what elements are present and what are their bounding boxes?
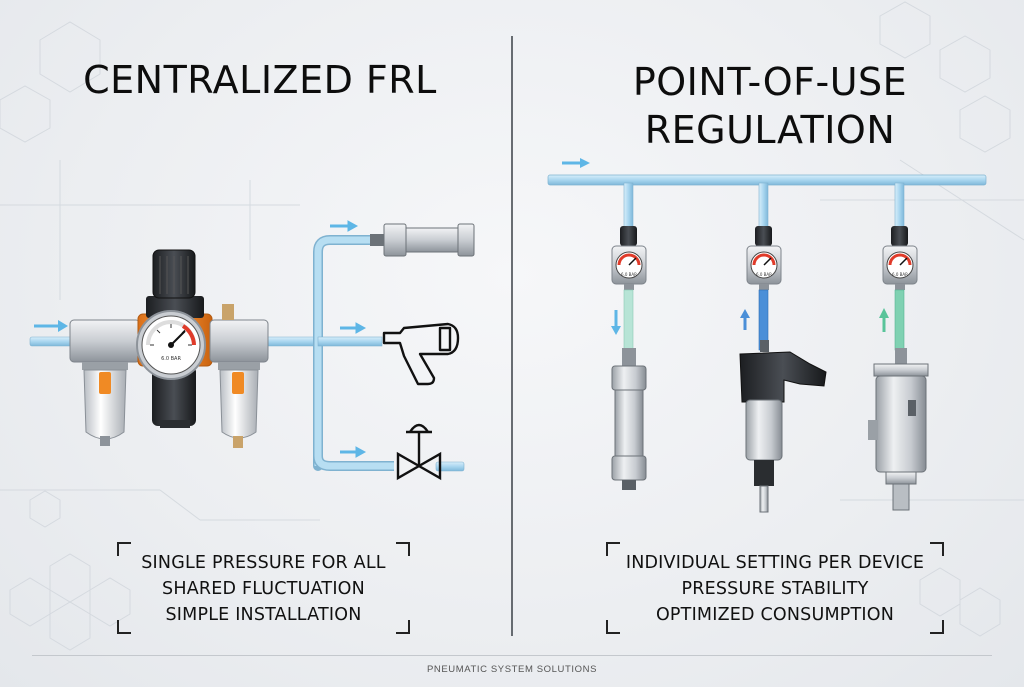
cylinder-icon xyxy=(611,348,647,490)
footer-text: PNEUMATIC SYSTEM SOLUTIONS xyxy=(426,664,598,675)
pneumatic-tool-icon xyxy=(739,340,827,513)
gauge-label: 6.0 BAR xyxy=(892,272,908,277)
regulator-icon xyxy=(746,226,782,290)
gauge-label: 6.0 BAR xyxy=(621,272,637,277)
gauge-label: 6.0 BAR xyxy=(161,356,181,362)
regulator-icon xyxy=(882,226,918,290)
flow-arrow-icon xyxy=(34,320,68,332)
gauge-label: 6.0 BAR xyxy=(756,272,772,277)
valve-icon xyxy=(396,423,442,481)
rotary-actuator-icon xyxy=(868,348,929,511)
right-title-line-1: POINT-OF-USE xyxy=(632,60,908,104)
flow-arrow-icon xyxy=(562,158,590,168)
left-panel-title: CENTRALIZED FRL xyxy=(83,58,437,102)
feature-item: INDIVIDUAL SETTING PER DEVICE xyxy=(625,553,925,573)
right-feature-box: INDIVIDUAL SETTING PER DEVICE PRESSURE S… xyxy=(606,542,944,634)
feature-item: SHARED FLUCTUATION xyxy=(162,579,365,599)
right-title-line-2: REGULATION xyxy=(644,108,896,152)
arrow-up-icon xyxy=(879,308,889,332)
cylinder-icon xyxy=(370,223,475,257)
panel-divider xyxy=(511,36,513,636)
feature-item: SIMPLE INSTALLATION xyxy=(165,605,362,625)
right-panel-title: POINT-OF-USE REGULATION xyxy=(560,58,980,154)
arrow-down-icon xyxy=(611,310,621,335)
left-feature-box: SINGLE PRESSURE FOR ALL SHARED FLUCTUATI… xyxy=(117,542,410,634)
frl-unit-icon xyxy=(69,249,269,448)
drill-icon xyxy=(382,322,460,386)
feature-item: PRESSURE STABILITY xyxy=(681,579,869,599)
footer-divider xyxy=(32,655,992,656)
feature-item: SINGLE PRESSURE FOR ALL xyxy=(141,553,386,573)
arrow-up-icon xyxy=(740,309,750,330)
feature-item: OPTIMIZED CONSUMPTION xyxy=(655,605,895,625)
regulator-icon xyxy=(611,226,647,290)
